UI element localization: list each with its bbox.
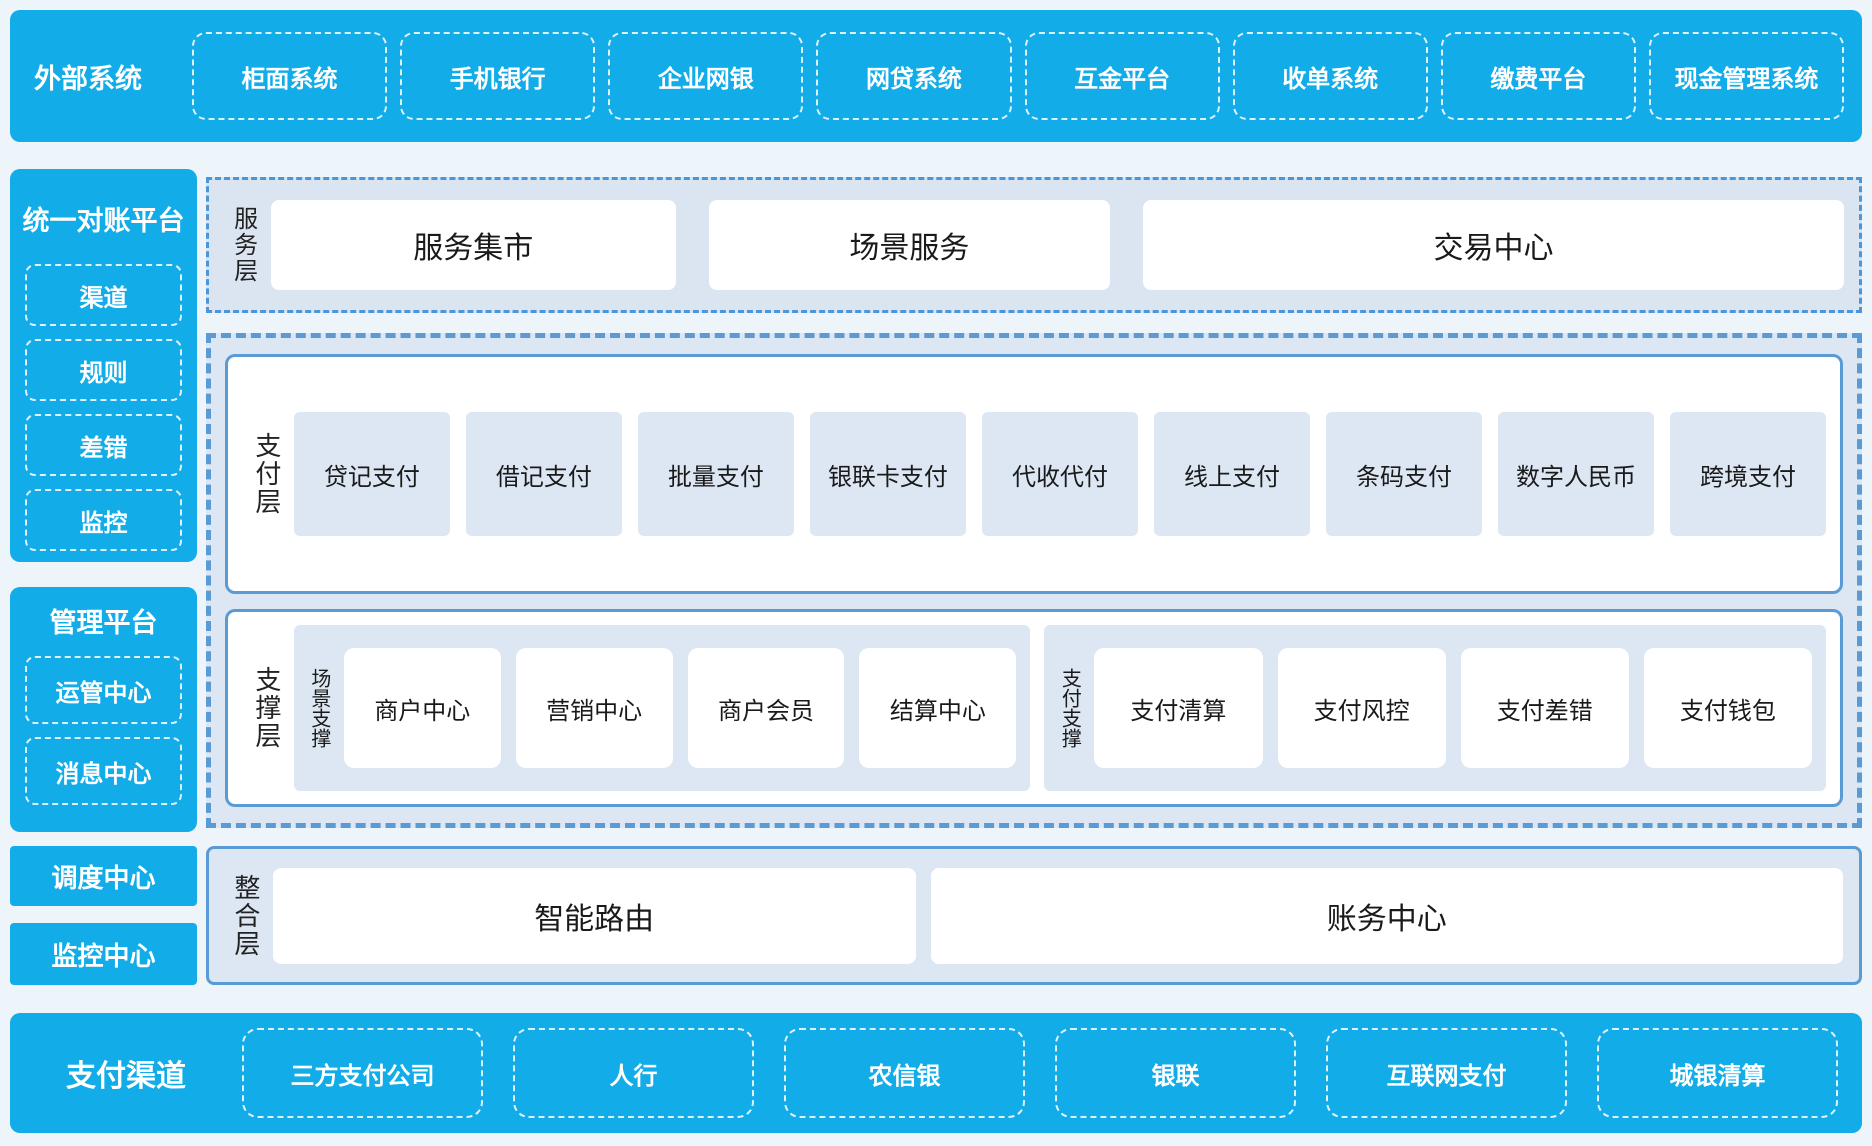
payment-support-label: 支付支撑 <box>1058 668 1083 748</box>
payment-error-box: 支付差错 <box>1460 648 1629 768</box>
payment-clearing-box: 支付清算 <box>1094 648 1263 768</box>
management-item: 消息中心 <box>25 737 182 805</box>
payment-support-container: 支付层 贷记支付 借记支付 批量支付 银联卡支付 代收代付 线上支付 条码支付 … <box>206 333 1862 828</box>
service-layer-label: 服务层 <box>229 206 258 284</box>
payment-wallet-box: 支付钱包 <box>1643 648 1813 768</box>
payment-layer-boxes: 贷记支付 借记支付 批量支付 银联卡支付 代收代付 线上支付 条码支付 数字人民… <box>293 412 1827 536</box>
management-platform-title: 管理平台 <box>49 608 158 639</box>
payment-box: 数字人民币 <box>1498 412 1655 536</box>
payment-box: 贷记支付 <box>293 412 450 536</box>
service-layer-boxes: 服务集市 场景服务 交易中心 <box>270 200 1845 290</box>
management-item: 运管中心 <box>25 656 182 724</box>
merchant-center-box: 商户中心 <box>343 648 501 768</box>
payment-box: 代收代付 <box>981 412 1138 536</box>
reconciliation-platform-panel: 统一对账平台 渠道 规则 差错 监控 <box>10 169 197 562</box>
smart-routing-box: 智能路由 <box>272 867 916 964</box>
external-system-item: 缴费平台 <box>1440 32 1636 120</box>
integration-layer-boxes: 智能路由 账务中心 <box>272 867 1843 964</box>
external-system-item: 收单系统 <box>1232 32 1428 120</box>
management-platform-panel: 管理平台 运管中心 消息中心 <box>10 587 197 832</box>
external-system-item: 手机银行 <box>400 32 596 120</box>
integration-layer-panel: 整合层 智能路由 账务中心 <box>206 846 1862 985</box>
payment-channels-items: 三方支付公司 人行 农信银 银联 互联网支付 城银清算 <box>242 1028 1838 1118</box>
service-layer-panel: 服务层 服务集市 场景服务 交易中心 <box>206 177 1862 313</box>
management-items: 运管中心 消息中心 <box>10 656 197 805</box>
payment-support-group: 支付支撑 支付清算 支付风控 支付差错 支付钱包 <box>1044 625 1826 791</box>
reconciliation-item: 差错 <box>25 414 182 476</box>
external-system-item: 现金管理系统 <box>1648 32 1844 120</box>
payment-support-items: 支付清算 支付风控 支付差错 支付钱包 <box>1094 648 1813 768</box>
reconciliation-platform-title: 统一对账平台 <box>22 206 185 237</box>
integration-layer-label: 整合层 <box>229 873 260 958</box>
payment-box: 银联卡支付 <box>809 412 966 536</box>
payment-channel-item: 三方支付公司 <box>242 1028 483 1118</box>
support-layer-groups: 场景支撑 商户中心 营销中心 商户会员 结算中心 支付支撑 支付清算 <box>293 625 1826 791</box>
payment-box: 跨境支付 <box>1670 412 1827 536</box>
payment-channel-item: 互联网支付 <box>1326 1028 1567 1118</box>
payment-channel-item: 城银清算 <box>1597 1028 1838 1118</box>
accounting-center-box: 账务中心 <box>930 867 1843 964</box>
external-system-item: 企业网银 <box>608 32 804 120</box>
reconciliation-item: 监控 <box>25 489 182 551</box>
payment-box: 条码支付 <box>1325 412 1482 536</box>
payment-risk-box: 支付风控 <box>1277 648 1446 768</box>
payment-layer-label: 支付层 <box>250 432 281 516</box>
scenario-service-box: 场景服务 <box>708 200 1110 290</box>
scene-support-group: 场景支撑 商户中心 营销中心 商户会员 结算中心 <box>293 625 1031 791</box>
marketing-center-box: 营销中心 <box>515 648 673 768</box>
external-system-item: 网贷系统 <box>816 32 1012 120</box>
service-market-box: 服务集市 <box>270 200 676 290</box>
external-systems-label: 外部系统 <box>34 63 142 95</box>
payment-channels-label: 支付渠道 <box>66 1059 186 1094</box>
dispatch-center-box: 调度中心 <box>10 846 197 906</box>
trade-center-box: 交易中心 <box>1142 200 1845 290</box>
support-layer-label: 支撑层 <box>250 666 281 750</box>
scene-support-items: 商户中心 营销中心 商户会员 结算中心 <box>343 648 1017 768</box>
layers-column: 服务层 服务集市 场景服务 交易中心 支付层 贷记支付 借记支付 批量支付 银联… <box>206 157 1862 985</box>
payment-channel-item: 农信银 <box>784 1028 1025 1118</box>
reconciliation-item: 渠道 <box>25 264 182 326</box>
merchant-member-box: 商户会员 <box>687 648 845 768</box>
external-systems-items: 柜面系统 手机银行 企业网银 网贷系统 互金平台 收单系统 缴费平台 现金管理系… <box>192 32 1844 120</box>
payment-box: 批量支付 <box>637 412 794 536</box>
payment-channels-bar: 支付渠道 三方支付公司 人行 农信银 银联 互联网支付 城银清算 <box>10 1013 1862 1133</box>
external-system-item: 互金平台 <box>1024 32 1220 120</box>
payment-layer-panel: 支付层 贷记支付 借记支付 批量支付 银联卡支付 代收代付 线上支付 条码支付 … <box>225 354 1843 594</box>
external-systems-bar: 外部系统 柜面系统 手机银行 企业网银 网贷系统 互金平台 收单系统 缴费平台 … <box>10 10 1862 142</box>
settlement-center-box: 结算中心 <box>859 648 1017 768</box>
monitoring-center-box: 监控中心 <box>10 923 197 985</box>
middle-zone: 统一对账平台 渠道 规则 差错 监控 管理平台 运管中心 消息中心 调度中心 监… <box>10 157 1862 985</box>
external-system-item: 柜面系统 <box>192 32 388 120</box>
reconciliation-item: 规则 <box>25 339 182 401</box>
payment-channel-item: 人行 <box>513 1028 754 1118</box>
support-layer-panel: 支撑层 场景支撑 商户中心 营销中心 商户会员 结算中心 <box>225 609 1843 807</box>
payment-channel-item: 银联 <box>1055 1028 1296 1118</box>
payment-box: 借记支付 <box>465 412 622 536</box>
scene-support-label: 场景支撑 <box>307 668 332 748</box>
left-sidebar: 统一对账平台 渠道 规则 差错 监控 管理平台 运管中心 消息中心 调度中心 监… <box>10 157 197 985</box>
payment-box: 线上支付 <box>1153 412 1310 536</box>
reconciliation-items: 渠道 规则 差错 监控 <box>10 264 197 551</box>
